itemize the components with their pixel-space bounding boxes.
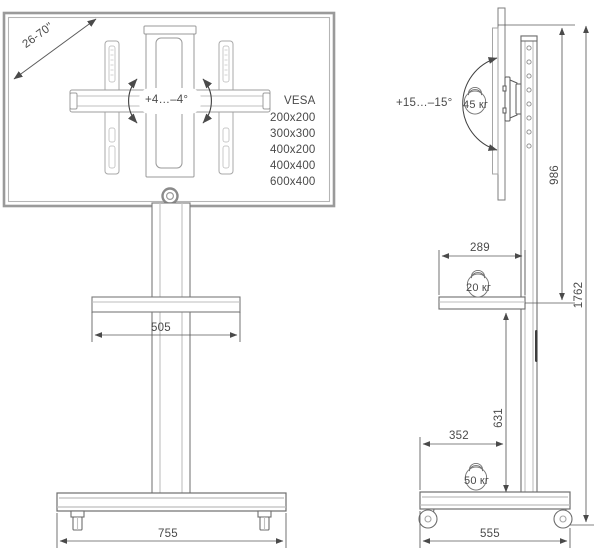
vesa-pattern-0: 200x200 (270, 112, 316, 124)
swivel-angle-label: +4…–4° (145, 94, 189, 106)
side-tv-panel (492, 7, 506, 201)
screen-diagonal-arrow (13, 18, 97, 80)
dim-base-depth (419, 511, 571, 548)
front-base (56, 492, 287, 512)
vesa-pattern-4: 600x400 (270, 176, 316, 188)
dim-base-depth-inner (419, 437, 504, 490)
vesa-pattern-1: 300x300 (270, 128, 316, 140)
load-label-20kg: 20 кг (466, 282, 492, 294)
side-tilt-bracket (502, 76, 523, 122)
dim-label-shelf-depth: 289 (470, 242, 490, 254)
dim-label-shelf-width: 505 (151, 322, 171, 334)
dim-label-shelf-height: 631 (493, 408, 505, 428)
front-swivel-arrows (127, 78, 213, 124)
load-label-50kg: 50 кг (464, 475, 490, 487)
front-post-collar-ring (161, 187, 179, 205)
side-post (520, 35, 538, 497)
side-post-holes (526, 45, 532, 149)
dim-label-total-height: 1762 (573, 281, 585, 309)
side-base (419, 491, 571, 510)
front-mount-rail-holes (108, 45, 230, 169)
dim-base-width (56, 513, 287, 548)
dim-shelf-width (91, 312, 241, 342)
vesa-pattern-2: 400x200 (270, 144, 316, 156)
load-label-45kg: 45 кг (463, 99, 489, 111)
dim-label-base-width: 755 (158, 528, 178, 540)
dim-total-height (570, 25, 594, 526)
front-post (151, 202, 191, 504)
dim-label-base-depth-inner: 352 (449, 430, 469, 442)
front-casters (70, 510, 272, 531)
side-casters (418, 508, 573, 529)
vesa-pattern-3: 400x400 (270, 160, 316, 172)
front-shelf (91, 296, 241, 313)
side-shelf (438, 296, 526, 310)
dim-label-screen-height: 986 (549, 165, 561, 185)
dim-screen-height (498, 24, 575, 304)
side-post-slot (535, 330, 538, 362)
front-swivel-label-bg (139, 88, 201, 114)
dim-label-base-depth: 555 (480, 528, 500, 540)
dim-shelf-depth (438, 250, 526, 295)
side-tilt-arrows (462, 57, 498, 151)
tilt-angle-label: +15…–15° (396, 97, 453, 109)
vesa-heading: VESA (284, 95, 316, 107)
